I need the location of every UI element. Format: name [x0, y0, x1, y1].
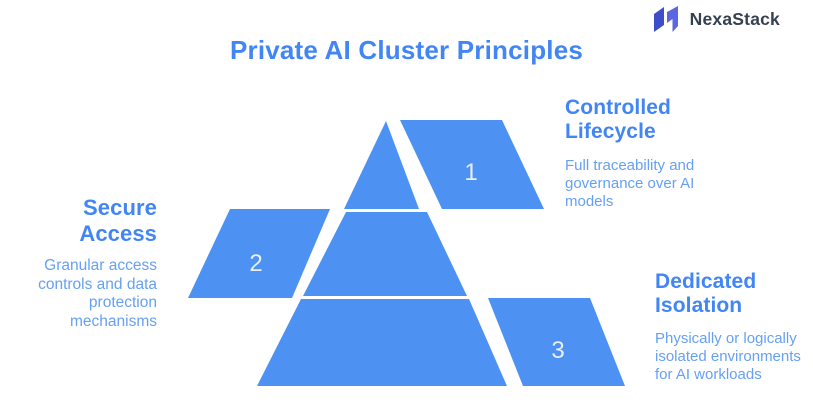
principle-description: Full traceability and governance over AI…	[565, 156, 695, 211]
principle-secure-access: Secure Access Granular access controls a…	[0, 195, 157, 331]
page-title: Private AI Cluster Principles	[229, 35, 584, 65]
number-label-2: 2	[249, 250, 262, 277]
parallelogram-3	[488, 298, 625, 386]
parallelogram-1	[400, 120, 544, 209]
number-label-3: 3	[551, 337, 564, 364]
brand-name: NexaStack	[689, 9, 780, 29]
nexastack-logo-icon	[653, 6, 678, 32]
brand-logo: NexaStack	[651, 6, 780, 33]
principle-description: Granular access controls and data protec…	[38, 257, 157, 330]
parallelogram-2	[188, 209, 330, 298]
principle-dedicated-isolation: Dedicated Isolation Physically or logica…	[655, 270, 807, 385]
principle-heading: Controlled Lifecycle	[565, 96, 671, 144]
principle-heading: Secure Access	[79, 195, 157, 246]
principle-description: Physically or logically isolated environ…	[655, 329, 801, 384]
pyramid-layer-top	[344, 121, 419, 209]
pyramid-layer-middle	[303, 212, 467, 296]
principle-controlled-lifecycle: Controlled Lifecycle Full traceability a…	[565, 96, 725, 212]
pyramid-layer-bottom	[257, 299, 507, 386]
principle-heading: Dedicated Isolation	[655, 270, 757, 318]
number-label-1: 1	[464, 159, 477, 186]
